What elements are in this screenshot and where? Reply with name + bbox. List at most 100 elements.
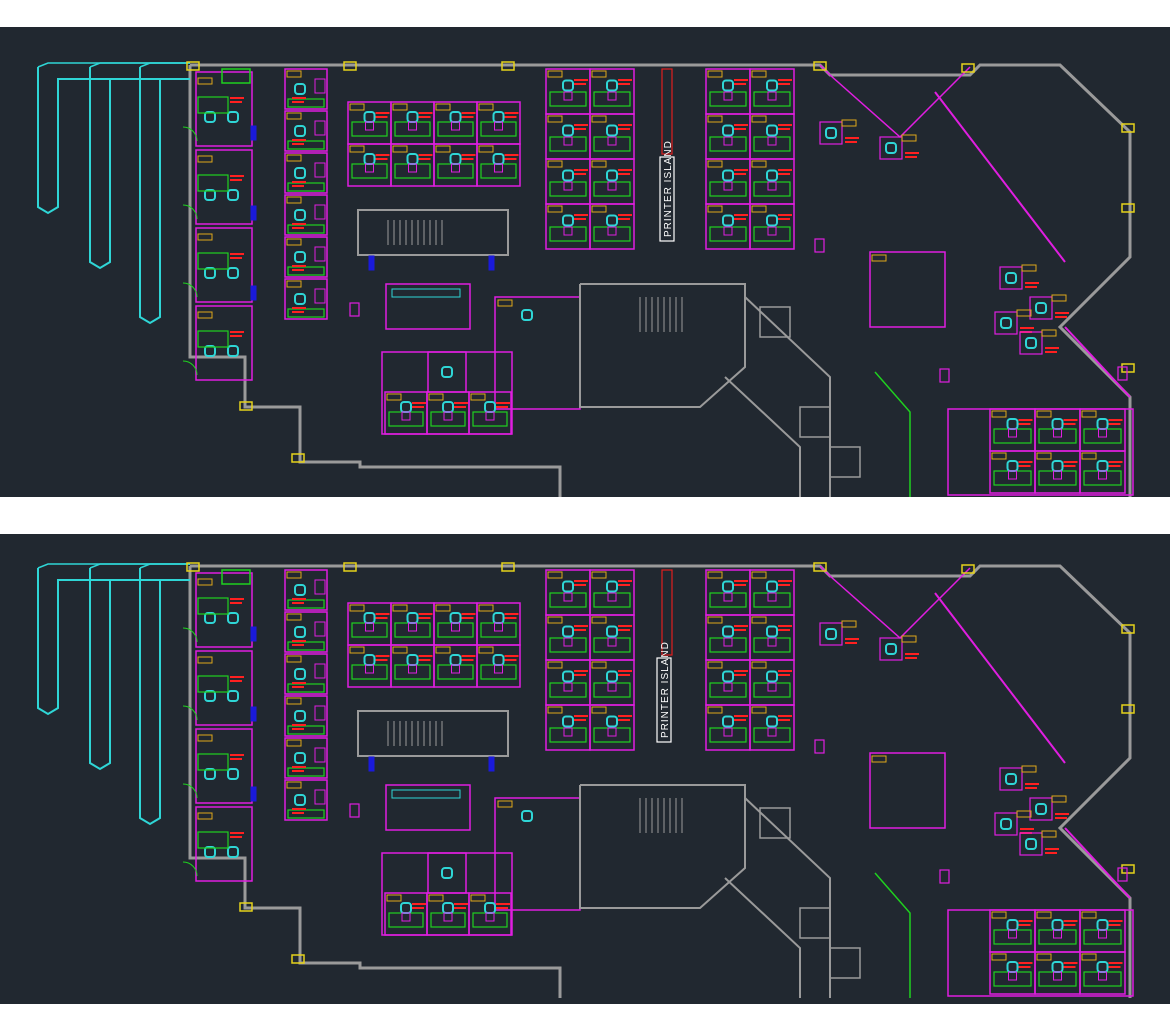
occupant-label (574, 719, 586, 721)
chair-icon (1008, 428, 1017, 438)
occupant-label (461, 659, 474, 661)
printer-island-label: PRINTER ISLAND (663, 140, 674, 237)
chair-icon (484, 902, 496, 914)
chair-icon (442, 902, 454, 914)
door-swing (182, 360, 198, 376)
occupant-label (778, 719, 790, 721)
occupant-label (618, 580, 632, 582)
room-tag (1051, 795, 1067, 803)
occupant-label (778, 173, 790, 175)
chair-icon (606, 79, 618, 92)
room-tag (286, 697, 302, 705)
chair-icon (314, 747, 326, 763)
chair-icon (227, 768, 239, 780)
desk (593, 592, 631, 608)
desk (394, 664, 431, 680)
office (195, 728, 253, 804)
chair-icon (562, 214, 574, 227)
desk (394, 163, 431, 179)
occupant-label (230, 676, 244, 678)
occupant-label (1063, 465, 1076, 467)
desk (549, 682, 587, 698)
chair-icon (1051, 961, 1064, 973)
chair-icon (766, 715, 778, 728)
core-wall (724, 877, 801, 998)
chair-icon (400, 401, 412, 413)
chair-icon (314, 78, 326, 94)
room-tag (386, 393, 402, 401)
chair-icon (363, 654, 376, 666)
chair-icon (494, 163, 503, 173)
chair-icon (314, 162, 326, 178)
room-tag (707, 706, 723, 714)
occupant-label (618, 173, 630, 175)
occupant-label (618, 83, 630, 85)
room-tag (1081, 452, 1097, 460)
occupant-label (734, 79, 748, 81)
chair-icon (314, 663, 326, 679)
room-tag (707, 205, 723, 213)
occupant-label (292, 265, 306, 267)
chair-icon (607, 592, 617, 602)
desk (593, 637, 631, 653)
chair-icon (562, 79, 574, 92)
chair-icon (1006, 961, 1019, 973)
desk (993, 428, 1032, 444)
room-tag (751, 616, 767, 624)
chair-icon (401, 411, 411, 421)
room-tag (386, 894, 402, 902)
door-highlight (250, 706, 257, 722)
chair-icon (607, 136, 617, 146)
printer-rack (661, 68, 673, 155)
column (961, 564, 975, 574)
cubicle (879, 637, 903, 661)
occupant-label (496, 903, 510, 905)
chair-icon (606, 124, 618, 137)
room-tag (1021, 765, 1037, 773)
desk (549, 637, 587, 653)
occupant-label (292, 682, 306, 684)
room-tag (349, 145, 365, 153)
chair-icon (885, 142, 897, 154)
occupant-label (292, 724, 306, 726)
desk (993, 929, 1032, 945)
cubicle (1019, 331, 1043, 355)
exterior-wall (188, 566, 562, 998)
room-tag (1016, 309, 1032, 317)
desk (480, 664, 517, 680)
occupant-label (845, 642, 857, 644)
column (1121, 123, 1135, 133)
chair-icon (1053, 929, 1062, 939)
room-tag (1051, 294, 1067, 302)
occupant-label (230, 179, 242, 181)
door-highlight (488, 255, 495, 271)
desk (480, 121, 517, 137)
room-tag (1021, 264, 1037, 272)
chair-icon (314, 246, 326, 262)
chair-icon (401, 912, 411, 922)
room-tag (286, 154, 302, 162)
balcony (37, 568, 190, 716)
floor-plan-drawing: PRINTER ISLAND (37, 562, 1135, 998)
room-tag (197, 578, 213, 586)
column (814, 739, 825, 754)
occupant-label (292, 598, 306, 600)
core-wall (744, 797, 831, 998)
chair-icon (408, 163, 417, 173)
cubicle (1079, 951, 1126, 995)
room-tag (547, 571, 563, 579)
chair-icon (722, 625, 734, 638)
occupant-label (292, 227, 304, 229)
desk (753, 226, 791, 242)
printer-island: PRINTER ISLAND (656, 641, 672, 743)
occupant-label (778, 214, 792, 216)
chair-icon (451, 664, 460, 674)
cubicle (284, 779, 328, 821)
chair-icon (492, 612, 505, 624)
occupant-label (230, 680, 242, 682)
room-tag (591, 706, 607, 714)
column (349, 803, 360, 818)
desk (197, 675, 229, 693)
chair-icon (563, 181, 573, 191)
desk (549, 592, 587, 608)
